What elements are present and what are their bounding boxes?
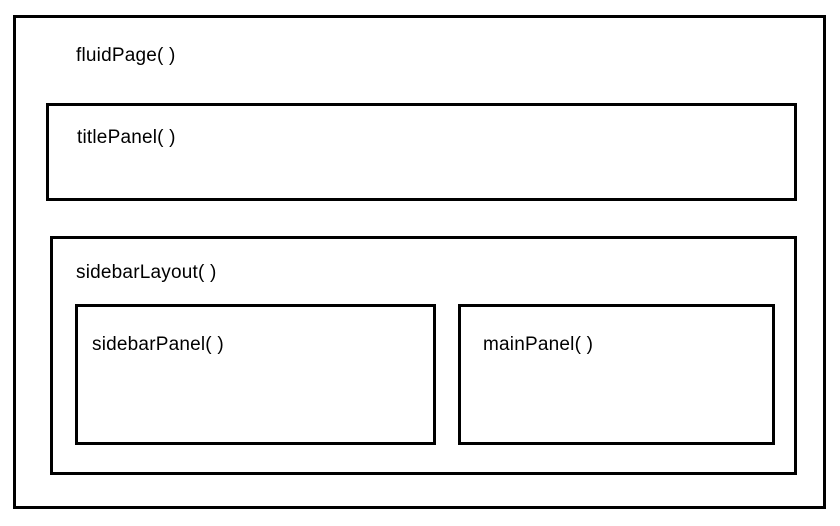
sidebarlayout-label: sidebarLayout( ) — [76, 262, 217, 283]
mainpanel-box: mainPanel( ) — [458, 304, 775, 445]
sidebarlayout-box: sidebarLayout( ) sidebarPanel( ) mainPan… — [50, 236, 797, 475]
mainpanel-label: mainPanel( ) — [483, 334, 594, 355]
fluidpage-label: fluidPage( ) — [76, 45, 176, 66]
titlepanel-label: titlePanel( ) — [77, 127, 176, 148]
sidebarpanel-box: sidebarPanel( ) — [75, 304, 436, 445]
titlepanel-box: titlePanel( ) — [46, 103, 797, 201]
sidebarpanel-label: sidebarPanel( ) — [92, 334, 224, 355]
fluidpage-box: fluidPage( ) titlePanel( ) sidebarLayout… — [13, 15, 826, 509]
